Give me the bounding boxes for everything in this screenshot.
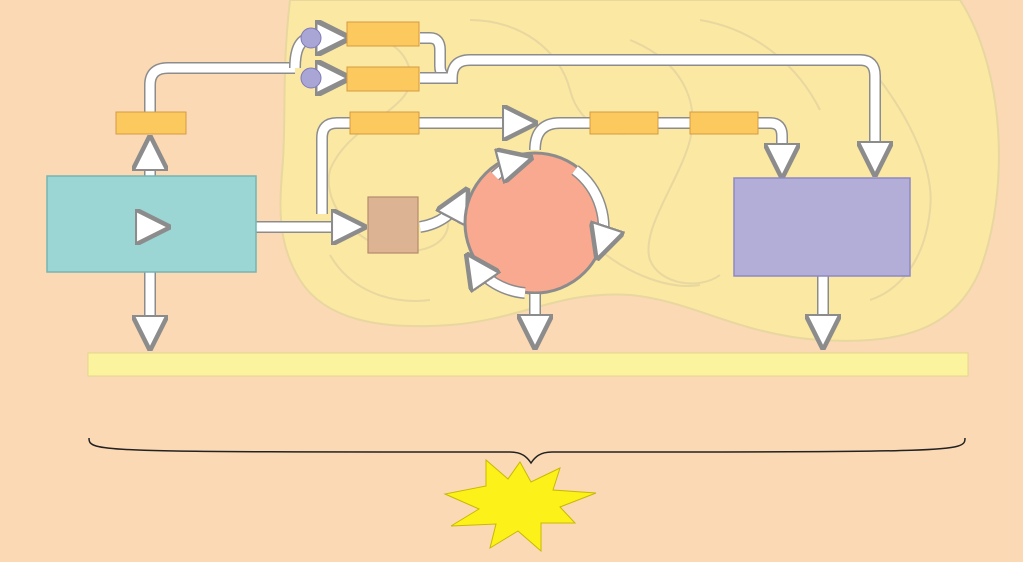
middle-label-box-3 — [690, 112, 758, 134]
top-label-box-1 — [347, 22, 419, 46]
purple-node-bottom — [301, 68, 321, 88]
middle-label-box-1 — [350, 112, 419, 134]
central-intermediate-box — [368, 197, 418, 253]
right-process-box — [734, 178, 910, 276]
upper-left-label-box — [116, 112, 186, 134]
middle-label-box-2 — [590, 112, 658, 134]
bottom-bar — [88, 353, 968, 376]
cycle-group — [465, 153, 605, 293]
top-label-box-2 — [347, 67, 419, 91]
purple-node-top — [301, 28, 321, 48]
mitochondrion-shape — [280, 0, 998, 341]
